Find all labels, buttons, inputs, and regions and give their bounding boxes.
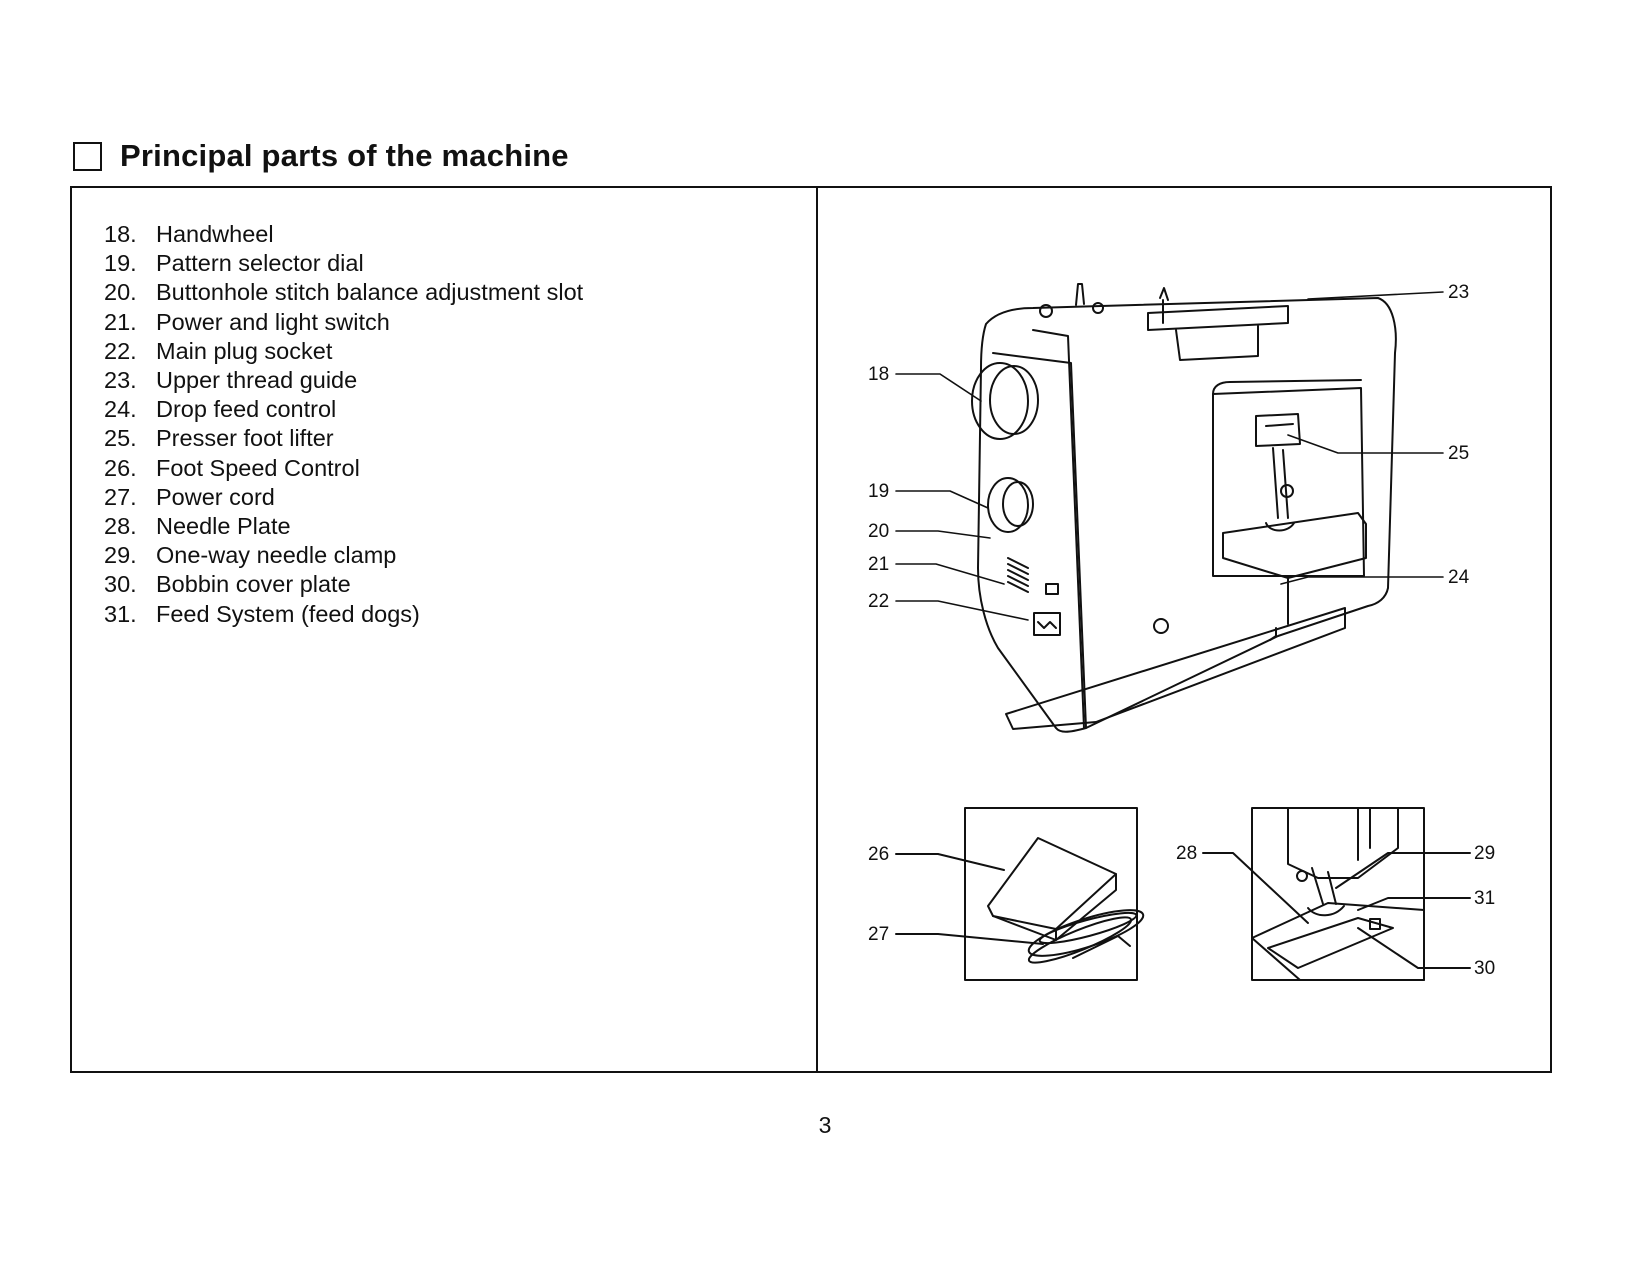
callout-24: 24	[1448, 567, 1470, 588]
callout-20: 20	[868, 521, 889, 542]
page-title-text: Principal parts of the machine	[120, 138, 569, 173]
part-name: Pattern selector dial	[156, 250, 364, 277]
callout-18: 18	[868, 364, 889, 385]
callout-21: 21	[868, 554, 889, 575]
needle-plate-inset	[1202, 807, 1471, 981]
part-number: 26.	[104, 454, 137, 481]
part-name: Upper thread guide	[156, 367, 358, 394]
column-divider	[816, 188, 818, 1071]
part-number: 28.	[104, 513, 137, 540]
list-item: 19. Pattern selector dial	[104, 249, 583, 278]
part-name: Power cord	[156, 483, 275, 510]
content-frame: 18. Handwheel 19. Pattern selector dial 20…	[70, 186, 1552, 1073]
part-name: Bobbin cover plate	[156, 571, 351, 598]
list-item: 25. Presser foot lifter	[104, 424, 583, 453]
part-name: Drop feed control	[156, 396, 337, 423]
list-item: 26. Foot Speed Control	[104, 454, 583, 483]
part-number: 20.	[104, 279, 137, 306]
part-number: 22.	[104, 337, 137, 364]
machine-illustration: 18 19 20 21 22 23 24 25 26 27 28 29 31 3…	[818, 188, 1552, 1071]
callout-28: 28	[1176, 843, 1197, 864]
part-name: Needle Plate	[156, 513, 291, 540]
list-item: 31. Feed System (feed dogs)	[104, 600, 583, 629]
part-name: Buttonhole stitch balance adjustment slo…	[156, 279, 584, 306]
part-name: Power and light switch	[156, 308, 390, 335]
part-name: One-way needle clamp	[156, 542, 397, 569]
checkbox-icon	[73, 141, 102, 171]
part-name: Feed System (feed dogs)	[156, 600, 420, 627]
callout-23: 23	[1448, 282, 1469, 303]
page-title: Principal parts of the machine	[73, 138, 569, 174]
list-item: 22. Main plug socket	[104, 337, 583, 366]
list-item: 21. Power and light switch	[104, 308, 583, 337]
list-item: 27. Power cord	[104, 483, 583, 512]
foot-control-inset	[895, 807, 1145, 981]
part-number: 24.	[104, 396, 137, 423]
part-name: Foot Speed Control	[156, 454, 360, 481]
list-item: 30. Bobbin cover plate	[104, 570, 583, 599]
list-item: 24. Drop feed control	[104, 395, 583, 424]
part-number: 29.	[104, 542, 137, 569]
machine-illustration-svg: 18 19 20 21 22 23 24 25 26 27 28 29 31 3…	[868, 282, 1495, 981]
page-number: 3	[818, 1112, 832, 1138]
part-name: Handwheel	[156, 221, 274, 247]
part-number: 23.	[104, 367, 137, 394]
list-item: 29. One-way needle clamp	[104, 541, 583, 570]
list-item: 20. Buttonhole stitch balance adjustment …	[104, 278, 583, 307]
part-number: 19.	[104, 250, 137, 277]
part-name: Main plug socket	[156, 337, 333, 364]
callout-29: 29	[1474, 843, 1495, 864]
sewing-machine-drawing	[971, 283, 1397, 733]
part-number: 25.	[104, 425, 137, 452]
parts-list: 18. Handwheel 19. Pattern selector dial 20…	[104, 220, 583, 629]
callout-31: 31	[1474, 888, 1495, 909]
leader-lines	[895, 291, 1444, 621]
part-number: 31.	[104, 600, 137, 627]
part-name: Presser foot lifter	[156, 425, 334, 452]
callout-19: 19	[868, 481, 889, 502]
part-number: 18.	[104, 221, 137, 247]
callout-22: 22	[868, 591, 889, 612]
list-item: 18. Handwheel	[104, 220, 583, 249]
part-number: 27.	[104, 483, 137, 510]
part-number: 21.	[104, 308, 137, 335]
callout-30: 30	[1474, 958, 1495, 979]
list-item: 28. Needle Plate	[104, 512, 583, 541]
callout-25: 25	[1448, 443, 1469, 464]
list-item: 23. Upper thread guide	[104, 366, 583, 395]
callout-27: 27	[868, 924, 889, 945]
callout-26: 26	[868, 844, 889, 865]
part-number: 30.	[104, 571, 137, 598]
